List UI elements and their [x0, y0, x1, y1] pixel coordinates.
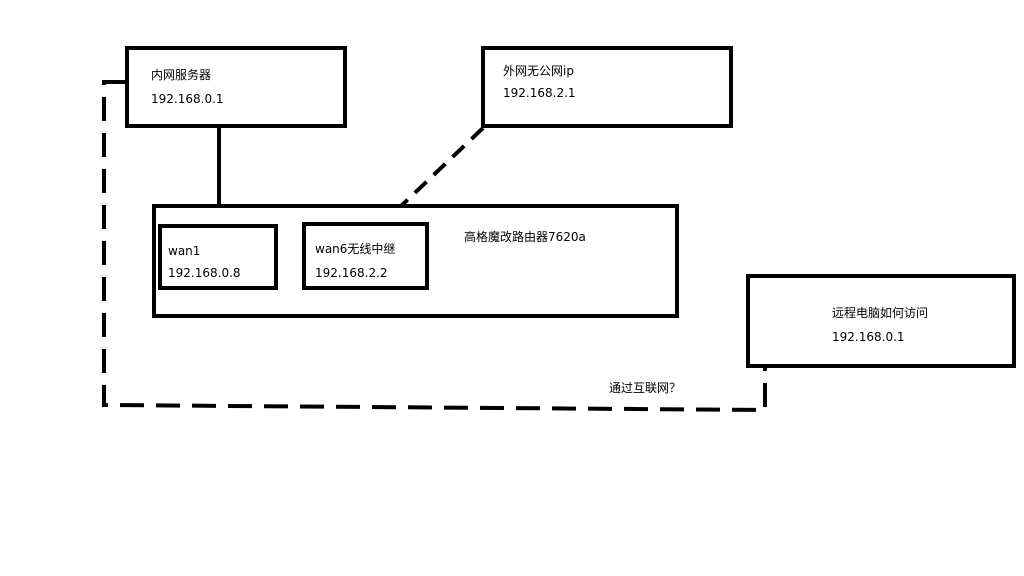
wan1-port: wan1 192.168.0.8	[158, 224, 278, 290]
wan1-ip: 192.168.0.8	[168, 266, 241, 280]
external-name: 外网无公网ip	[503, 64, 574, 78]
internet-label: 通过互联网？	[609, 381, 682, 395]
server-node: 内网服务器 192.168.0.1	[125, 46, 347, 128]
external-ip: 192.168.2.1	[503, 86, 576, 100]
remote-computer-node: 远程电脑如何访问 192.168.0.1	[746, 274, 1016, 368]
remote-ip: 192.168.0.1	[832, 330, 905, 344]
server-ip: 192.168.0.1	[151, 92, 224, 106]
router-name: 高格魔改路由器7620a	[464, 230, 586, 244]
external-network-node: 外网无公网ip 192.168.2.1	[481, 46, 733, 128]
wan6-port: wan6无线中继 192.168.2.2	[302, 222, 429, 290]
internet-path-link	[102, 80, 767, 413]
wan1-name: wan1	[168, 244, 201, 258]
wan6-ip: 192.168.2.2	[315, 266, 388, 280]
wan6-name: wan6无线中继	[315, 242, 396, 256]
remote-name: 远程电脑如何访问	[832, 306, 929, 320]
server-name: 内网服务器	[151, 68, 212, 82]
